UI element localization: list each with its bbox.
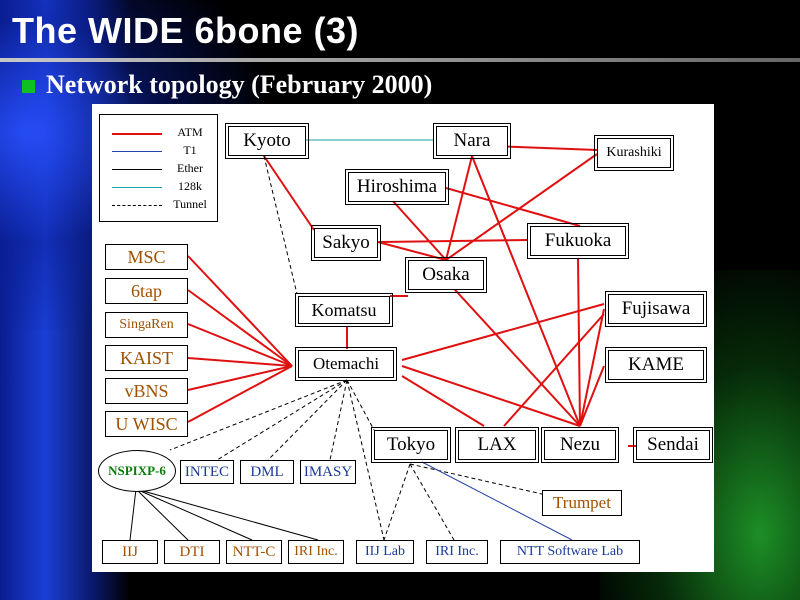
node-kurashiki: Kurashiki (594, 135, 674, 171)
legend-label: ATM (177, 125, 203, 139)
legend-label: T1 (183, 143, 197, 157)
node-hiroshima: Hiroshima (345, 169, 449, 205)
legend-row-ether: Ether (100, 160, 217, 178)
legend-swatch-atm (112, 133, 162, 135)
node-vbns: vBNS (105, 378, 188, 404)
node-intec: INTEC (180, 460, 234, 484)
link-singaren-otemachi (187, 323, 293, 367)
node-otemachi: Otemachi (295, 347, 397, 381)
tunnel-otemachi-imasy (329, 379, 348, 461)
link-nara-osaka (445, 155, 473, 261)
link-sakyo-osaka (377, 241, 447, 261)
ether-nspixp-iri1 (135, 488, 319, 541)
link-6tap-otemachi (187, 289, 293, 367)
link-hiroshima-fukuoka (445, 187, 581, 227)
legend-label: Ether (177, 161, 203, 175)
ether-nspixp-dti (135, 488, 189, 541)
link-nara-nezu (471, 155, 581, 427)
node-sendai: Sendai (633, 427, 713, 463)
link-kyoto-sakyo (263, 155, 315, 231)
tunnel-tokyo-iijlab (383, 463, 411, 541)
ether-nspixp-nttc (135, 488, 253, 541)
node-iij: IIJ (102, 540, 158, 564)
legend-row-atm: ATM (100, 124, 217, 142)
legend-swatch-ether (112, 169, 162, 170)
legend-label: 128k (178, 179, 202, 193)
tunnel-otemachi-tokyo (346, 379, 375, 431)
node-msc: MSC (105, 244, 188, 270)
link-otemachi-nezu (401, 365, 581, 427)
node-imasy: IMASY (300, 460, 356, 484)
node-kame: KAME (605, 347, 707, 383)
node-iri-inc-1: IRI Inc. (288, 540, 344, 564)
node-fukuoka: Fukuoka (527, 223, 629, 259)
legend-swatch-t1 (112, 151, 162, 152)
node-nezu: Nezu (541, 427, 619, 463)
tunnel-tokyo-iri2 (409, 463, 455, 541)
legend-row-tunnel: Tunnel (100, 196, 217, 214)
link-sakyo-fukuoka (377, 239, 529, 243)
link-tokyo-nttsw (421, 461, 573, 541)
tunnel-otemachi-iijlab (346, 379, 385, 541)
node-sakyo: Sakyo (311, 225, 381, 261)
slide-subtitle: Network topology (February 2000) (46, 70, 433, 99)
link-uwisc-otemachi (187, 365, 293, 423)
connection-lines (129, 139, 636, 541)
node-lax: LAX (455, 427, 539, 463)
link-kurashiki-osaka (445, 153, 598, 261)
bullet-square-icon (22, 80, 35, 93)
tunnel-otemachi-nspixp (169, 379, 348, 451)
legend-row-t1: T1 (100, 142, 217, 160)
node-ntt-software-lab: NTT Software Lab (500, 540, 640, 564)
title-divider (0, 58, 800, 62)
node-singaren: SingaRen (105, 312, 188, 338)
slide-title: The WIDE 6bone (3) (12, 10, 360, 51)
node-osaka: Osaka (405, 257, 487, 293)
node-nttc: NTT-C (226, 540, 282, 564)
tunnel-kyoto-komatsu (263, 155, 298, 295)
node-komatsu: Komatsu (295, 293, 393, 327)
tunnel-tokyo-trumpet (409, 463, 543, 495)
node-dti: DTI (164, 540, 220, 564)
node-nspixp6: NSPIXP-6 (98, 450, 176, 492)
legend: ATM T1 Ether 128k Tunnel (99, 114, 218, 222)
link-fujisawa-nezu (579, 308, 605, 427)
ether-nspixp-iij (129, 488, 137, 541)
node-iri-inc-2: IRI Inc. (426, 540, 488, 564)
node-trumpet: Trumpet (542, 490, 622, 516)
link-msc-otemachi (187, 255, 293, 367)
legend-row-128k: 128k (100, 178, 217, 196)
legend-label: Tunnel (173, 197, 207, 211)
link-fujisawa-otemachi (401, 303, 605, 361)
node-kyoto: Kyoto (225, 123, 309, 159)
node-tokyo: Tokyo (371, 427, 451, 463)
legend-swatch-128k (112, 187, 162, 188)
link-otemachi-lax (401, 375, 485, 427)
link-hiroshima-osaka (391, 199, 447, 261)
node-6tap: 6tap (105, 278, 188, 304)
node-dml: DML (240, 460, 294, 484)
link-kame-nezu (579, 365, 605, 427)
node-fujisawa: Fujisawa (605, 291, 707, 327)
node-uwisc: U WISC (105, 411, 188, 437)
link-kaist-otemachi (187, 357, 293, 367)
tunnel-otemachi-intec (216, 379, 348, 461)
link-osaka-nezu (445, 279, 581, 427)
topology-diagram: ATM T1 Ether 128k Tunnel Kyoto Nara Kura… (92, 104, 714, 572)
node-kaist: KAIST (105, 345, 188, 371)
link-fujisawa-lax (503, 313, 605, 427)
legend-swatch-tunnel (112, 205, 162, 206)
link-nara-kurashiki (491, 145, 598, 151)
tunnel-otemachi-dml (267, 379, 348, 461)
link-vbns-otemachi (187, 365, 293, 391)
node-nara: Nara (433, 123, 511, 159)
node-iij-lab: IIJ Lab (356, 540, 414, 564)
